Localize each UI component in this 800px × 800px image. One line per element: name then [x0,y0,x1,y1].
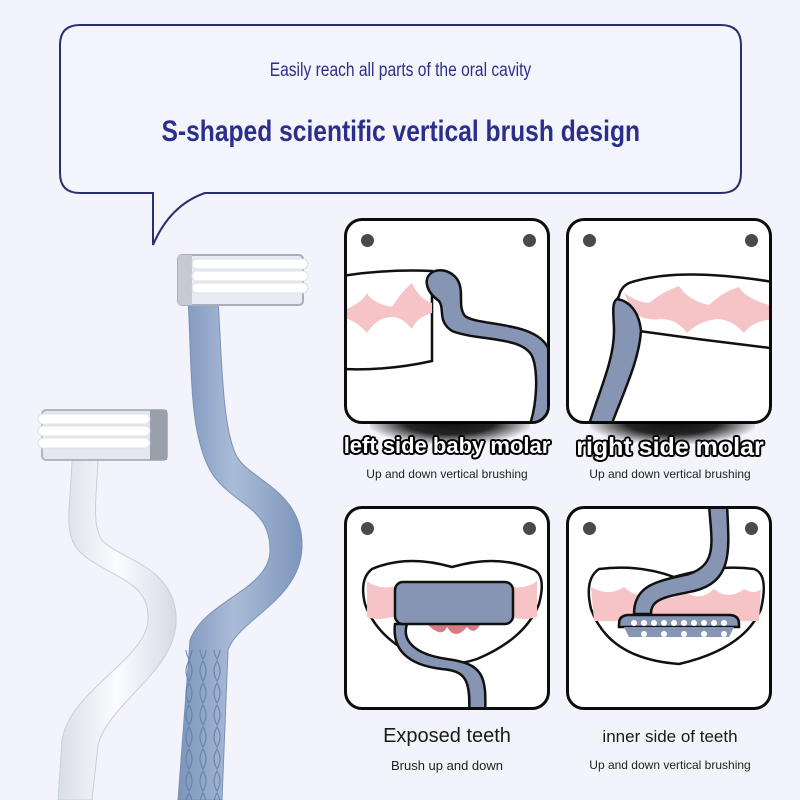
clear-toothbrush [37,409,177,800]
panel-left-side-baby-molar [344,218,550,424]
panel-title: left side baby molar [343,433,551,458]
panel-caption: Brush up and down [390,758,504,773]
panel-pin-icon [745,234,758,247]
panel-exposed-teeth [344,506,550,710]
illustration-left-molar [347,269,547,421]
panel-pin-icon [523,522,536,535]
toothbrushes-product-image [37,254,309,800]
panel-pin-icon [523,234,536,247]
bubble-subtitle: Easily reach all parts of the oral cavit… [269,60,532,81]
panel-pin-icon [361,522,374,535]
panel-caption: Up and down vertical brushing [366,467,528,481]
panel-caption: Up and down vertical brushing [589,467,751,481]
panel-title: right side molar [576,433,764,461]
panel-pin-icon [745,522,758,535]
panel-title: inner side of teeth [602,727,738,746]
label-shadow [370,422,530,444]
illustration-inner-teeth [587,509,766,666]
panel-pin-icon [583,522,596,535]
illustration-right-molar [588,273,769,421]
speech-bubble [59,24,742,246]
panel-pin-icon [361,234,374,247]
panel-caption: Up and down vertical brushing [589,758,751,772]
panel-pin-icon [583,234,596,247]
panel-title: Exposed teeth [383,725,511,747]
bubble-title: S-shaped scientific vertical brush desig… [161,115,640,148]
panel-inner-side-of-teeth [566,506,772,710]
panel-right-side-molar [566,218,772,424]
illustration-exposed-teeth [361,559,544,707]
label-shadow [590,422,755,444]
blue-toothbrush [177,254,309,800]
